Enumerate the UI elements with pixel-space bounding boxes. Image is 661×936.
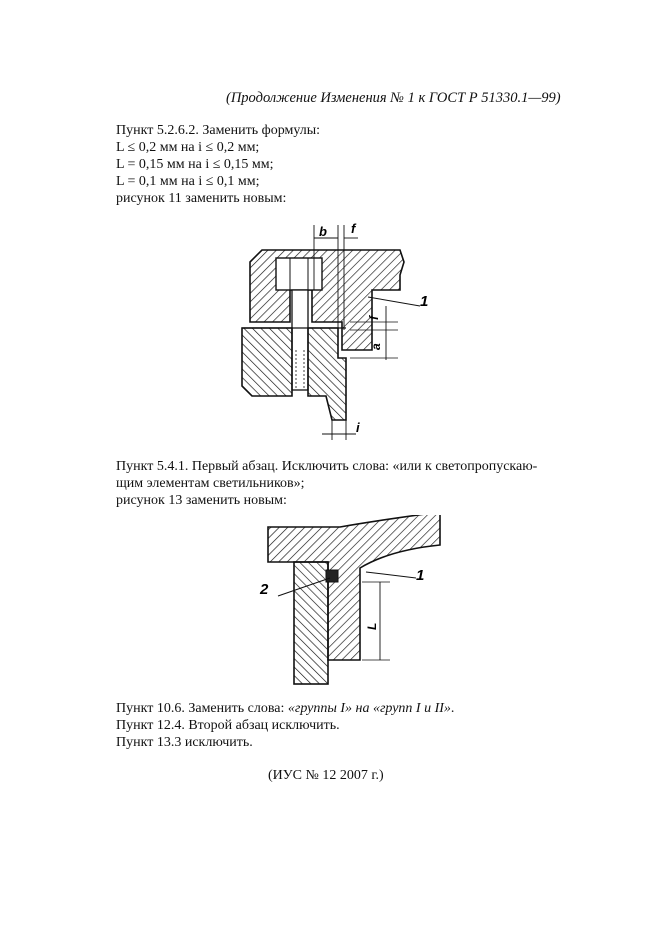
callout-1: 1 <box>420 293 428 310</box>
body-part <box>241 327 293 397</box>
label-f-side: f <box>367 315 381 320</box>
section3-line1: Пункт 10.6. Заменить слова: «группы I» н… <box>116 700 454 717</box>
section1-heading: Пункт 5.2.6.2. Заменить формулы: <box>116 123 321 138</box>
label-b: b <box>319 224 327 239</box>
bolt-head <box>275 257 323 291</box>
page-header: (Продолжение Изменения № 1 к ГОСТ Р 5133… <box>226 90 561 106</box>
formula-1: L ≤ 0,2 мм на i ≤ 0,2 мм; <box>116 140 260 155</box>
label-a: a <box>369 343 383 350</box>
formula-2: L = 0,15 мм на i ≤ 0,15 мм; <box>116 157 274 172</box>
label-i: i <box>356 420 360 435</box>
section2-line2: щим элементам светильников»; <box>116 476 305 491</box>
callout-2: 2 <box>259 581 269 598</box>
gap-element <box>325 569 339 583</box>
figure13-note: рисунок 13 заменить новым: <box>116 493 287 508</box>
footer-note: (ИУС № 12 2007 г.) <box>268 768 384 783</box>
figure11-note: рисунок 11 заменить новым: <box>116 191 287 206</box>
section3-line2: Пункт 12.4. Второй абзац исключить. <box>116 718 340 733</box>
bolt-shank <box>291 289 309 391</box>
body-part-right <box>307 327 347 421</box>
figure-11: b f 1 f a i <box>241 221 428 440</box>
cover-part <box>267 515 441 661</box>
section3-line1-italic: «группы I» на «групп I и II» <box>287 701 451 716</box>
label-L: L <box>365 623 379 630</box>
label-f: f <box>351 221 357 236</box>
callout-1: 1 <box>416 567 424 584</box>
section2-line1: Пункт 5.4.1. Первый абзац. Исключить сло… <box>116 459 538 474</box>
section3-line1-post: . <box>450 701 455 716</box>
figure-13: 2 1 L <box>259 515 441 685</box>
section3-line3: Пункт 13.3 исключить. <box>116 735 253 750</box>
section3-line1-pre: Пункт 10.6. Заменить слова: <box>116 701 288 716</box>
wall-part <box>293 561 329 685</box>
formula-3: L = 0,1 мм на i ≤ 0,1 мм; <box>116 174 260 189</box>
